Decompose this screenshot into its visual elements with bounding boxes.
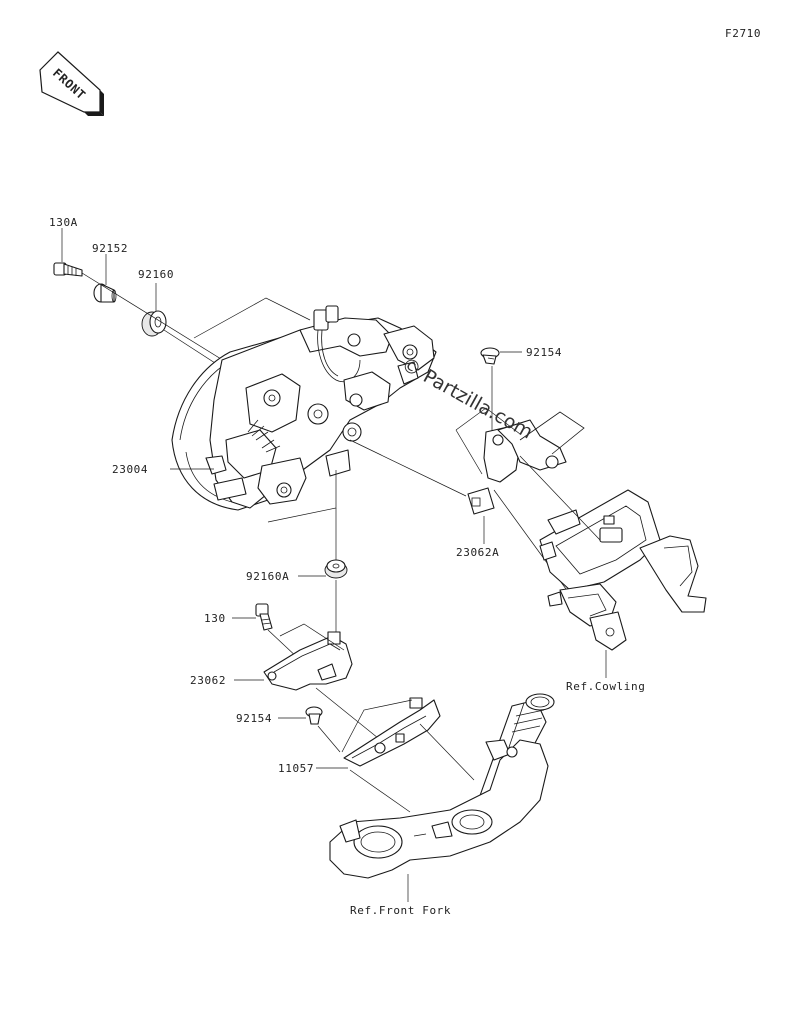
- label-ref-front-fork: Ref.Front Fork: [350, 904, 451, 917]
- label-92152: 92152: [92, 242, 128, 255]
- label-23062A: 23062A: [456, 546, 499, 559]
- collar-92152: [93, 283, 117, 303]
- headlight-assembly-23004: [171, 305, 437, 511]
- bolt-130A: [53, 262, 83, 277]
- cowling-bracket: [539, 489, 707, 651]
- label-11057: 11057: [278, 762, 314, 775]
- bracket-23062: [263, 631, 353, 691]
- steering-stem-triple-clamp: [329, 693, 555, 879]
- bracket-11057: [343, 697, 441, 767]
- front-arrow-icon: FRONT: [39, 51, 104, 116]
- label-23004: 23004: [112, 463, 148, 476]
- bolt-130: [255, 603, 273, 631]
- label-92154-top: 92154: [526, 346, 562, 359]
- screw-92154-top: [480, 347, 500, 365]
- watermark-text: © Partzilla.com: [398, 353, 537, 443]
- grommet-92160A: [324, 559, 348, 579]
- grommet-92160: [141, 310, 167, 337]
- bracket-23062A: [467, 411, 585, 515]
- label-23062: 23062: [190, 674, 226, 687]
- screw-92154-bottom: [305, 706, 323, 725]
- label-92154-bottom: 92154: [236, 712, 272, 725]
- label-92160: 92160: [138, 268, 174, 281]
- label-130: 130: [204, 612, 226, 625]
- figure-code: F2710: [725, 27, 761, 40]
- label-ref-cowling: Ref.Cowling: [566, 680, 645, 693]
- label-130A: 130A: [49, 216, 78, 229]
- label-92160A: 92160A: [246, 570, 289, 583]
